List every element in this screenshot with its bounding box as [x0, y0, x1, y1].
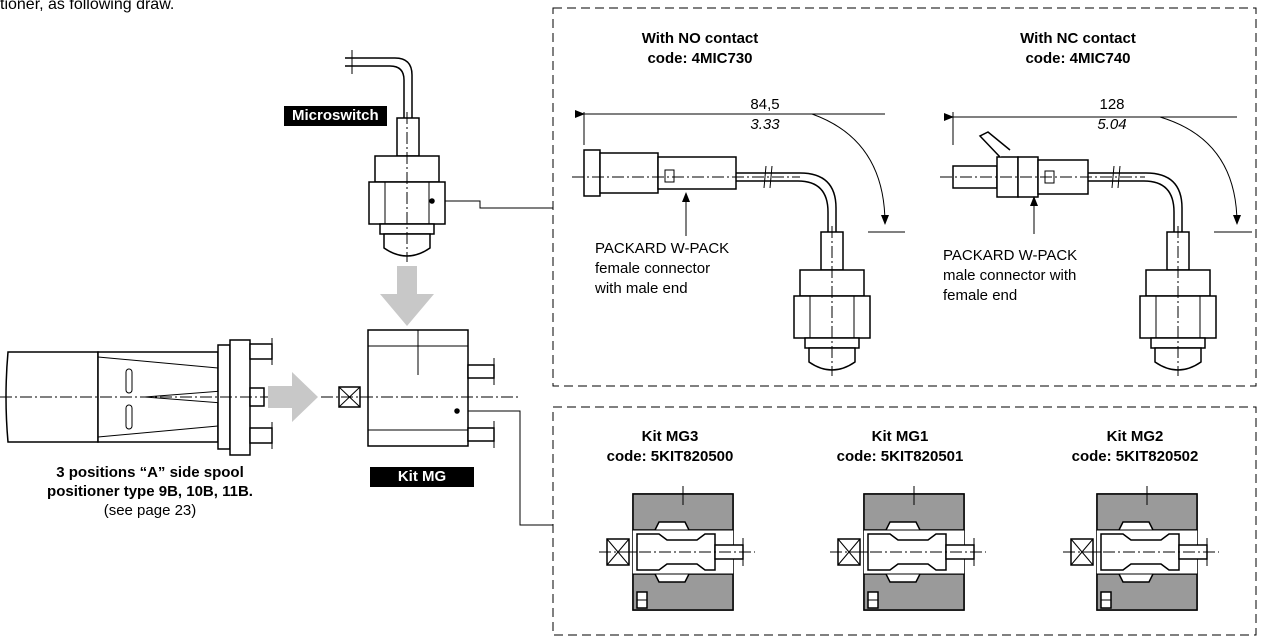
nc-contact-note-line3: female end	[943, 287, 1018, 304]
positioner-caption-line1: 3 positions “A” side spool	[56, 464, 244, 481]
kit-mg2-code: code: 5KIT820502	[1071, 448, 1199, 465]
leader-microswitch	[432, 200, 553, 209]
kit-mg2-section	[1063, 486, 1219, 611]
nc-contact-note-line2: male connector with	[943, 267, 1077, 284]
nc-contact-dimension-mm: 128	[1099, 96, 1125, 113]
kit-mg2-name: Kit MG2	[1106, 428, 1164, 445]
nc-contact-note-line1: PACKARD W-PACK	[943, 247, 1078, 264]
kit-sections	[599, 486, 1219, 611]
kit-mg1-section	[830, 486, 986, 611]
kit-mg1-code: code: 5KIT820501	[836, 448, 964, 465]
kit-mg3-code: code: 5KIT820500	[606, 448, 734, 465]
no-contact-code: code: 4MIC730	[647, 50, 753, 67]
no-contact-drawing	[572, 110, 905, 376]
positioner-drawing	[0, 338, 273, 456]
kit-mg3-name: Kit MG3	[641, 428, 699, 445]
microswitch-options-frame	[552, 7, 1257, 387]
mount-down-arrow	[380, 266, 434, 326]
no-contact-dimension-mm: 84,5	[750, 96, 780, 113]
nc-contact-code: code: 4MIC740	[1025, 50, 1131, 67]
assembly-right-arrow	[268, 372, 318, 422]
kit-mg-drawing	[321, 329, 520, 448]
nc-contact-drawing	[940, 112, 1252, 376]
no-contact-note-line3: with male end	[595, 280, 688, 297]
positioner-caption-line3: (see page 23)	[103, 502, 197, 519]
kit-options-frame	[552, 406, 1257, 636]
nc-contact-dimension-in: 5.04	[1097, 116, 1127, 133]
no-contact-dimension-in: 3.33	[750, 116, 780, 133]
kit-mg1-name: Kit MG1	[871, 428, 929, 445]
no-contact-note-line1: PACKARD W-PACK	[595, 240, 730, 257]
kit-mg-tag: Kit MG	[370, 467, 474, 487]
microswitch-drawing	[345, 50, 446, 262]
no-contact-note-line2: female connector	[595, 260, 711, 277]
leader-kit	[457, 410, 553, 526]
nc-contact-title: With NC contact	[1020, 30, 1136, 47]
header-text-fragment: tioner, as following draw.	[0, 0, 175, 13]
kit-mg3-section	[599, 486, 755, 611]
microswitch-tag: Microswitch	[284, 106, 387, 126]
no-contact-title: With NO contact	[641, 30, 759, 47]
positioner-caption-line2: positioner type 9B, 10B, 11B.	[47, 483, 253, 500]
